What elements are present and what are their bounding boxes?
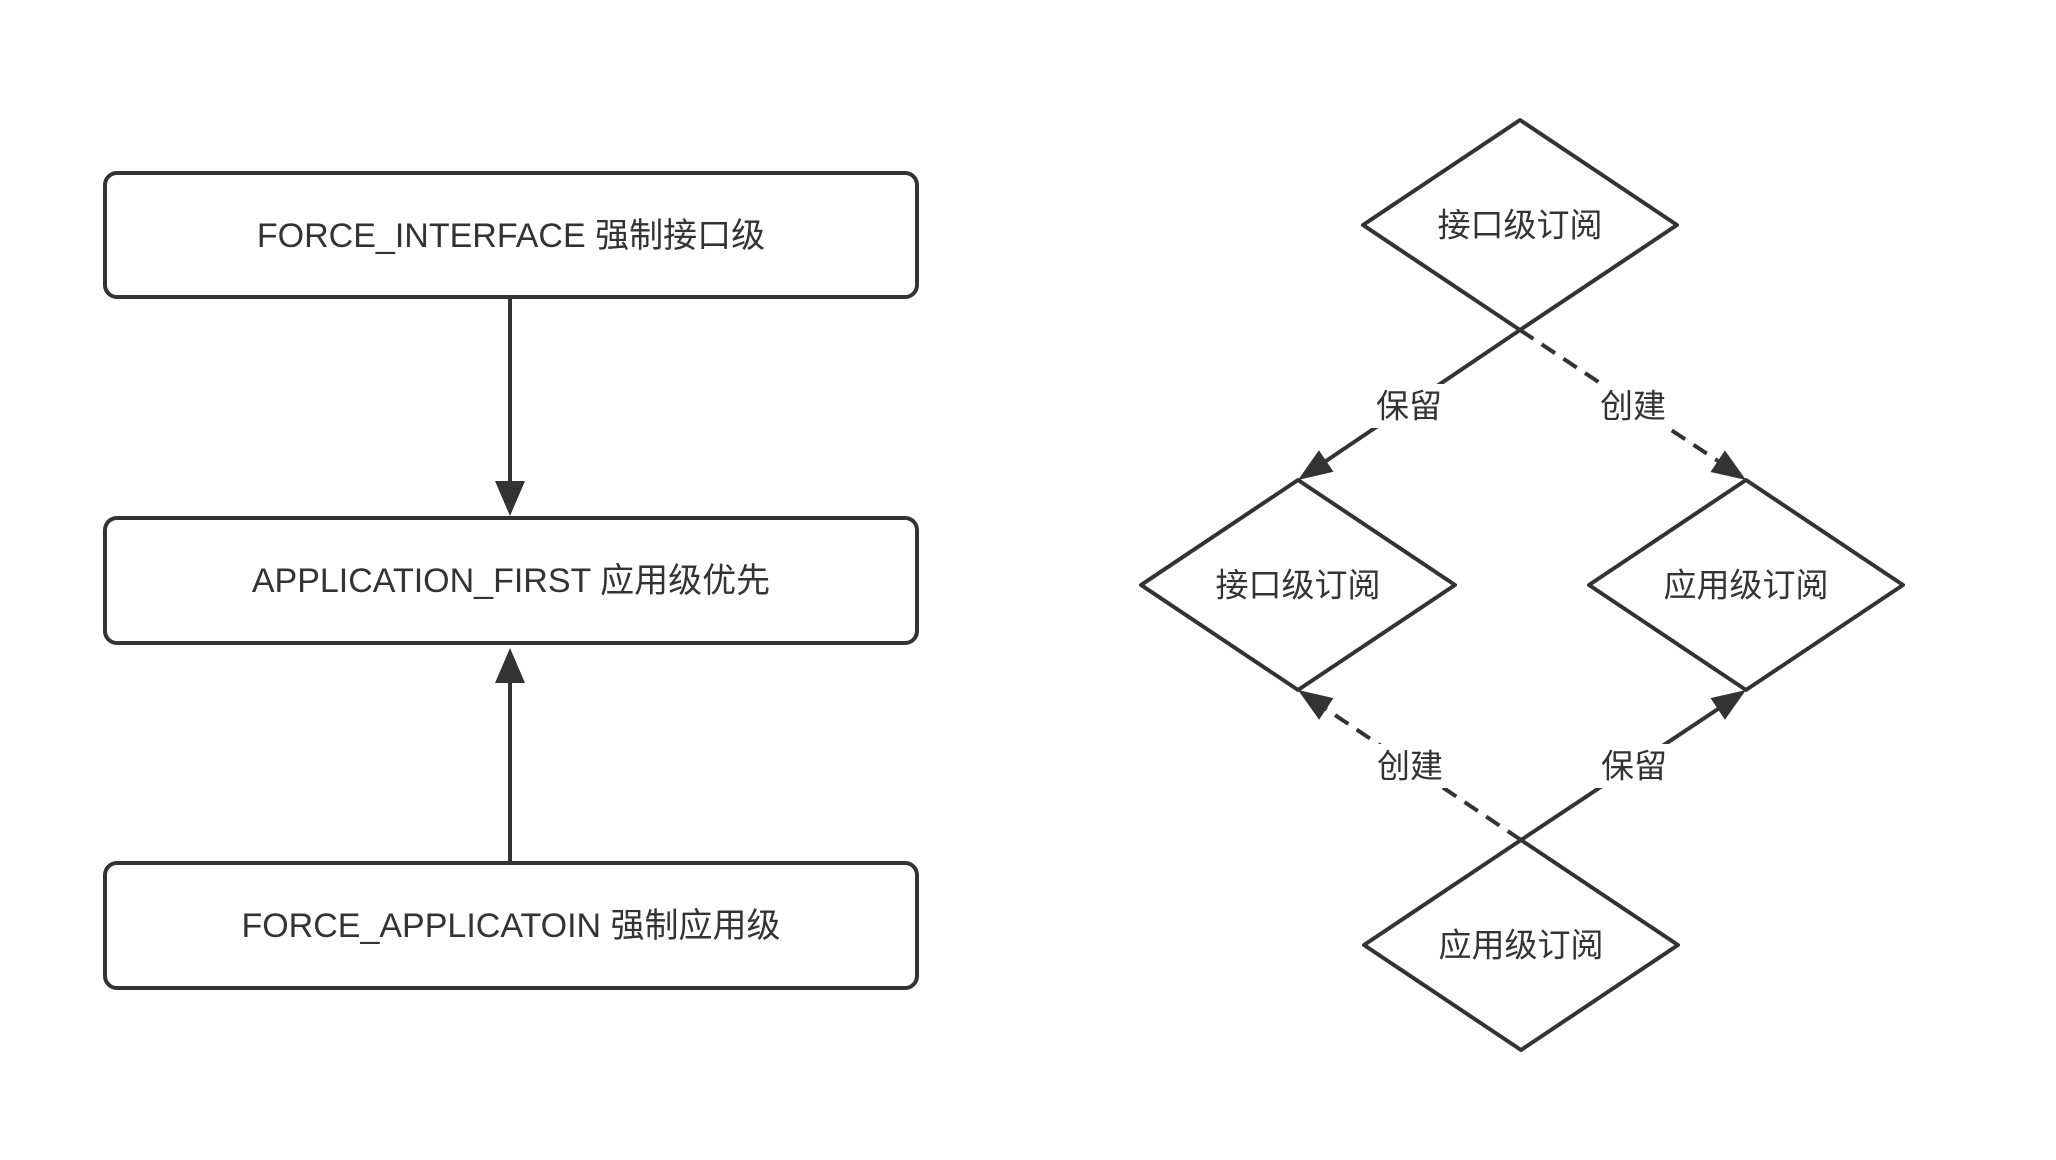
edge-label-background (1370, 744, 1450, 788)
flow-left-column: FORCE_INTERFACE 强制接口级 APPLICATION_FIRST … (103, 171, 919, 990)
edge-keep-arrow-head (1710, 690, 1746, 720)
edge-label-background (1593, 384, 1673, 428)
diamond-top-label: 接口级订阅 (1438, 207, 1603, 244)
arrow-down-head (495, 481, 525, 516)
flow-box-force-application: FORCE_APPLICATOIN 强制应用级 (103, 861, 919, 990)
edge-create-label: 创建 (1377, 748, 1443, 785)
edge-create-top-to-middle-right: 创建 (1518, 328, 1746, 480)
flow-box-force-interface-shape (103, 171, 919, 299)
edge-label-background (1369, 384, 1449, 428)
diamond-top-shape (1361, 118, 1679, 332)
diamond-middle-left-shape (1139, 478, 1457, 692)
flow-box-force-application-label: FORCE_APPLICATOIN 强制应用级 (241, 907, 780, 945)
edge-create-bottom-to-middle-left: 创建 (1298, 690, 1523, 842)
flow-box-application-first: APPLICATION_FIRST 应用级优先 (103, 516, 919, 645)
arrow-force-interface-to-application-first (495, 299, 525, 516)
diamond-bottom-shape (1362, 838, 1680, 1052)
edge-keep-bottom-to-middle-right: 保留 (1519, 690, 1746, 842)
edge-create-label: 创建 (1600, 388, 1666, 425)
arrow-up-head (495, 648, 525, 683)
flow-box-application-first-shape (103, 516, 919, 645)
flow-box-force-interface-label: FORCE_INTERFACE 强制接口级 (257, 217, 765, 255)
subscription-graph: 保留 创建 创建 保留 接口级订阅 (1139, 118, 1905, 1052)
diamond-top-interface-subscription: 接口级订阅 (1361, 118, 1679, 332)
edge-keep-arrow-head (1298, 450, 1334, 480)
diamond-bottom-application-subscription: 应用级订阅 (1362, 838, 1680, 1052)
flow-box-force-interface: FORCE_INTERFACE 强制接口级 (103, 171, 919, 299)
diamond-middle-left-interface-subscription: 接口级订阅 (1139, 478, 1457, 692)
edge-keep-label: 保留 (1601, 748, 1667, 785)
edge-create-arrow-head (1298, 690, 1334, 720)
diamond-middle-right-application-subscription: 应用级订阅 (1587, 478, 1905, 692)
edge-create-arrow-head (1710, 450, 1746, 480)
diamond-middle-right-label: 应用级订阅 (1664, 567, 1829, 604)
edge-label-background (1594, 744, 1674, 788)
edge-keep-label: 保留 (1376, 388, 1442, 425)
diamond-middle-right-shape (1587, 478, 1905, 692)
flow-box-application-first-label: APPLICATION_FIRST 应用级优先 (252, 562, 770, 600)
flow-box-force-application-shape (103, 861, 919, 990)
edge-keep-top-to-middle-left: 保留 (1298, 328, 1522, 480)
diamond-bottom-label: 应用级订阅 (1439, 927, 1604, 964)
arrow-force-application-to-application-first (495, 648, 525, 861)
diamond-middle-left-label: 接口级订阅 (1216, 567, 1381, 604)
